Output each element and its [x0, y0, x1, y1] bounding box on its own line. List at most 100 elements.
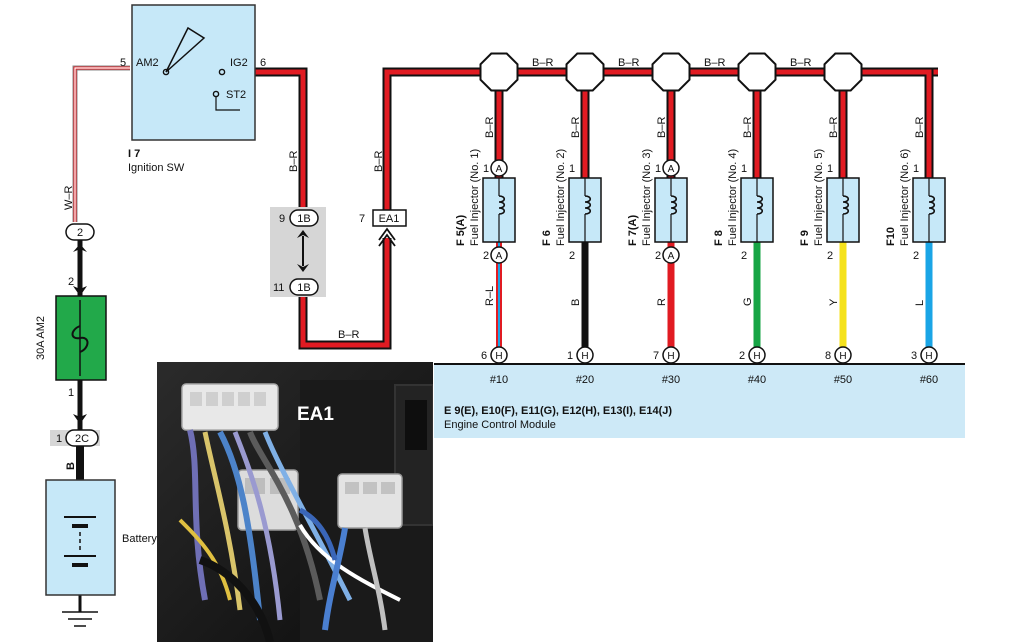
- injector-pin-bottom: 2: [741, 250, 747, 262]
- injector-pin-bottom: 2: [483, 250, 489, 262]
- connector-1b-top-pin: 9: [279, 213, 285, 225]
- coil-icon: [670, 195, 678, 215]
- injector-code: F 6: [541, 230, 553, 246]
- injector-name: Fuel Injector (No. 5): [813, 149, 825, 246]
- connector-a-top-label: A: [496, 164, 503, 175]
- ecm-pin: H7#30: [653, 346, 680, 386]
- injector-code: F 8: [713, 230, 725, 246]
- connector-2c-label: 2C: [75, 433, 89, 445]
- injector-pin-top: 1: [913, 163, 919, 175]
- ea1-connector-photo: EA1: [157, 362, 433, 642]
- ecm-circuit-number: #20: [576, 374, 594, 386]
- ecm-pin-number: 3: [911, 350, 917, 362]
- junctions: [479, 52, 934, 92]
- injector-pin-top: 1: [741, 163, 747, 175]
- ignition-switch-name: Ignition SW: [128, 162, 185, 174]
- injector-code: F 7(A): [627, 215, 639, 247]
- connector-ea1-pin: 7: [359, 213, 365, 225]
- injector-pin-bottom: 2: [827, 250, 833, 262]
- connector-a-top-label: A: [668, 164, 675, 175]
- connector-a-bottom-label: A: [668, 251, 675, 262]
- connector-2c: 2C 1: [50, 429, 100, 447]
- terminal-am2-label: AM2: [136, 57, 159, 69]
- bus-label: B–R: [790, 57, 811, 69]
- injector-code: F 5(A): [455, 215, 467, 247]
- ecm-pin: H2#40: [739, 346, 766, 386]
- connector-ea1-label: EA1: [379, 213, 400, 225]
- injector-wire-top-label: B–R: [742, 117, 754, 138]
- injector-pin-bottom: 2: [569, 250, 575, 262]
- injector-wire-top-label: B–R: [828, 117, 840, 138]
- connector-ea1: EA1 7: [359, 209, 407, 247]
- injector-name: Fuel Injector (No. 4): [727, 149, 739, 246]
- injector-wire-bottom-label: R: [656, 298, 668, 306]
- injector-wire-bottom-label: R–L: [484, 286, 496, 306]
- connector-2-label: 2: [77, 227, 83, 239]
- injector-wire-bottom-label: G: [742, 297, 754, 306]
- ecm-pin-number: 8: [825, 350, 831, 362]
- ecm-circuit-number: #50: [834, 374, 852, 386]
- injector-pin-top: 1: [827, 163, 833, 175]
- coil-icon: [842, 195, 850, 215]
- coil-icon: [928, 195, 936, 215]
- ecm-pin-connector: H: [495, 351, 502, 362]
- ignition-switch: AM2 IG2 ST2 5 6 I 7 Ignition SW: [120, 4, 266, 174]
- injector-pin-bottom: 2: [913, 250, 919, 262]
- injector-wire-top-label: B–R: [656, 117, 668, 138]
- injector-wire-top-label: B–R: [914, 117, 926, 138]
- connector-a-bottom: [662, 246, 680, 264]
- connector-2: 2: [65, 223, 95, 252]
- fuse-label: 30A AM2: [35, 316, 47, 360]
- injector-pin-top: 1: [569, 163, 575, 175]
- ecm-circuit-number: #60: [920, 374, 938, 386]
- connector-a-top: [490, 159, 508, 177]
- battery: Battery: [45, 479, 157, 627]
- ecm-pin-number: 6: [481, 350, 487, 362]
- injector-code: F10: [885, 227, 897, 246]
- junction-splice: [651, 52, 691, 92]
- ecm-circuit-number: #30: [662, 374, 680, 386]
- pin-ig2-label: 6: [260, 57, 266, 69]
- injector-pin-bottom: 2: [655, 250, 661, 262]
- coil-icon: [498, 195, 506, 215]
- injector-pin-top: 1: [655, 163, 661, 175]
- ecm-pin-connector: H: [581, 351, 588, 362]
- terminal-st2-label: ST2: [226, 89, 246, 101]
- injector-wire-bottom-label: L: [914, 300, 926, 306]
- wire-w-r: [72, 65, 130, 222]
- wire-b-r-ig2: [255, 67, 308, 210]
- ecm-pin: H3#60: [911, 346, 938, 386]
- injector-name: Fuel Injector (No. 2): [555, 149, 567, 246]
- coil-icon: [756, 195, 764, 215]
- coil-icon: [584, 195, 592, 215]
- connector-a-top: [662, 159, 680, 177]
- injector-wire-top-label: B–R: [484, 117, 496, 138]
- injector-code: F 9: [799, 230, 811, 246]
- connector-1b-bottom-pin: 11: [273, 282, 284, 294]
- junction-splice: [823, 52, 863, 92]
- wire-label-b-r-ig2: B–R: [288, 151, 300, 172]
- photo-ea1-label: EA1: [297, 404, 334, 425]
- bus-label: B–R: [618, 57, 639, 69]
- fuse-pin-bottom: 1: [68, 387, 74, 399]
- wire-label-battery: B: [65, 462, 77, 470]
- ecm-pin-connector: H: [925, 351, 932, 362]
- bus-label: B–R: [532, 57, 553, 69]
- connector-2c-pin: 1: [56, 433, 62, 445]
- ecm-pin-connector: H: [667, 351, 674, 362]
- junction-splice: [479, 52, 519, 92]
- wire-label-b-r-ea1: B–R: [373, 151, 385, 172]
- injector-name: Fuel Injector (No. 3): [641, 149, 653, 246]
- ecm-pin: H8#50: [825, 346, 852, 386]
- ecm-circuit-number: #40: [748, 374, 766, 386]
- connector-1b-bottom-label: 1B: [297, 282, 310, 294]
- wire-label-b-r-bottom: B–R: [338, 329, 359, 341]
